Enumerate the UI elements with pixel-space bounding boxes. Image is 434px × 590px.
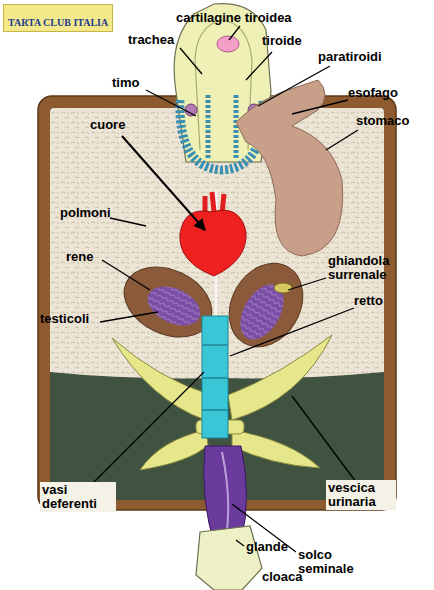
part-label: cartilagine tiroidea — [176, 11, 292, 25]
kidney-right — [215, 250, 318, 360]
part-label: paratiroidi — [318, 50, 382, 64]
testis-left — [141, 279, 206, 333]
heart — [180, 210, 246, 276]
part-label: polmoni — [60, 206, 111, 220]
part-label: testicoli — [40, 312, 89, 326]
part-label: trachea — [128, 33, 174, 47]
part-label: cuore — [90, 118, 125, 132]
logo-watermark: TARTA CLUB ITALIA — [3, 4, 113, 32]
part-label: cloaca — [262, 570, 302, 584]
part-label: esofago — [348, 86, 398, 100]
part-label: tiroide — [262, 34, 302, 48]
testis-right — [231, 277, 292, 347]
thyroid-cartilage — [217, 36, 239, 52]
part-label: rene — [66, 250, 93, 264]
thyroid — [185, 104, 197, 116]
rectum — [202, 316, 228, 438]
part-label: ghiandola surrenale — [328, 254, 410, 282]
leader-lines — [92, 26, 358, 552]
cloaca — [196, 526, 262, 590]
part-label: vasi deferenti — [40, 482, 116, 512]
stomach — [236, 80, 343, 256]
part-label: glande — [246, 540, 288, 554]
part-label: timo — [112, 76, 139, 90]
part-label: solco seminale — [298, 548, 368, 576]
adrenal-gland — [274, 283, 292, 293]
part-label: vescica urinaria — [326, 480, 396, 510]
part-label: stomaco — [356, 114, 409, 128]
part-label: retto — [354, 294, 383, 308]
